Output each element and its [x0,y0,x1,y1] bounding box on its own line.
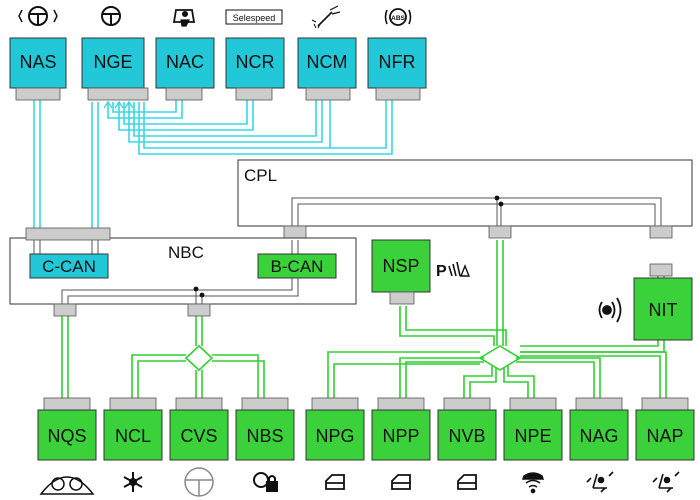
cpl-label: CPL [244,166,277,185]
module-connector [641,397,689,411]
steering-wheel-icon [101,6,121,26]
module-cvs: CVS [169,397,229,461]
module-ncl: NCL [103,397,163,461]
instrument-cluster-icon [39,476,95,495]
module-nge: NGE [81,6,149,101]
module-label: CVS [180,426,217,446]
module-connector [175,397,223,411]
svg-text:ABS: ABS [391,15,405,22]
module-label: NAP [646,426,683,446]
module-connector [43,397,91,411]
b-can-box [257,253,337,279]
module-npp: NPP [371,397,431,461]
module-nvb: NVB [437,397,497,461]
module-nsp: NSP P [371,239,471,305]
nbc-connector-right [187,303,211,317]
module-box [103,409,163,461]
module-nbs: NBS [235,397,295,461]
svg-text:NAS: NAS [19,52,56,72]
svg-text:NCM: NCM [307,52,348,72]
b-can-label: B-CAN [271,257,324,276]
module-connector [311,397,359,411]
module-ncr: NCR Selespeed [225,9,285,101]
module-box [169,409,229,461]
cpl-connector-right [649,225,673,239]
module-nas: NAS [9,6,67,101]
module-label: NBS [246,426,283,446]
module-label: NPG [315,426,354,446]
svg-text:NIT: NIT [649,300,678,320]
module-nqs: NQS [37,397,97,461]
module-label: NAG [579,426,618,446]
abs-warning-icon: ABS [384,8,412,26]
selespeed-badge: Selespeed [225,9,283,25]
svg-text:NAC: NAC [166,52,204,72]
svg-text:Selespeed: Selespeed [233,13,276,23]
module-connector [241,397,289,411]
cpl-connector-mid [488,225,512,239]
module-nit: NIT [598,263,693,341]
car-wifi-icon [521,472,545,494]
c-can-wiring [33,100,393,228]
nbc-module: NBC C-CAN B-CAN [9,227,357,317]
module-box [305,409,365,461]
module-nac: NAC [155,9,215,101]
bottom-icons [39,467,680,497]
module-label: NQS [47,426,86,446]
module-nag: NAG [569,397,629,461]
c-can-label: C-CAN [42,257,96,276]
module-npg: NPG [305,397,365,461]
module-box [635,409,695,461]
steering-wheel-arrows-icon [18,6,58,26]
svg-text:P: P [436,263,447,280]
module-box [371,409,431,461]
svg-text:NCR: NCR [236,52,275,72]
driver-seat-icon [172,9,196,27]
module-box [235,409,295,461]
cpl-module: CPL [237,159,693,239]
driver-seat-adjust-icon [586,471,614,493]
top-modules: NAS NGE NAC [9,5,427,101]
module-label: NCL [115,426,151,446]
module-label: NPE [514,426,551,446]
c-can-arrowheads [103,100,134,109]
nbc-label: NBC [168,243,204,262]
nbc-top-connector [25,227,111,241]
park-sensor-icon: P [436,261,471,280]
door-right-icon [391,474,411,490]
module-nap: NAP [635,397,695,461]
climate-fan-icon [123,472,143,492]
module-box [37,409,97,461]
nbc-connector-left [53,303,77,317]
bottom-modules: NQS NCL CVS NBS NPG NPP NVB NPE NAG NAP [37,397,695,461]
module-ncm: NCM [297,5,357,101]
module-connector [377,397,425,411]
module-connector [109,397,157,411]
svg-text:NGE: NGE [93,52,132,72]
module-nfr: NFR ABS [367,8,427,101]
module-box [503,409,563,461]
cpl-connector-left [283,225,307,239]
module-connector [575,397,623,411]
module-box [569,409,629,461]
module-label: NVB [448,426,485,446]
module-box [437,409,497,461]
module-label: NPP [382,426,419,446]
immobilizer-lock-icon [253,472,278,492]
c-can-box [29,253,109,279]
door-left-icon [325,474,345,490]
horn-icon [598,297,622,323]
fuel-injector-icon [311,5,341,29]
module-npe: NPE [503,397,563,461]
steering-column-switch-icon [184,467,214,497]
svg-text:NFR: NFR [379,52,416,72]
svg-text:NSP: NSP [382,256,419,276]
tailgate-icon [457,474,477,490]
module-connector [443,397,491,411]
passenger-seat-adjust-icon [652,471,680,493]
module-connector [509,397,557,411]
